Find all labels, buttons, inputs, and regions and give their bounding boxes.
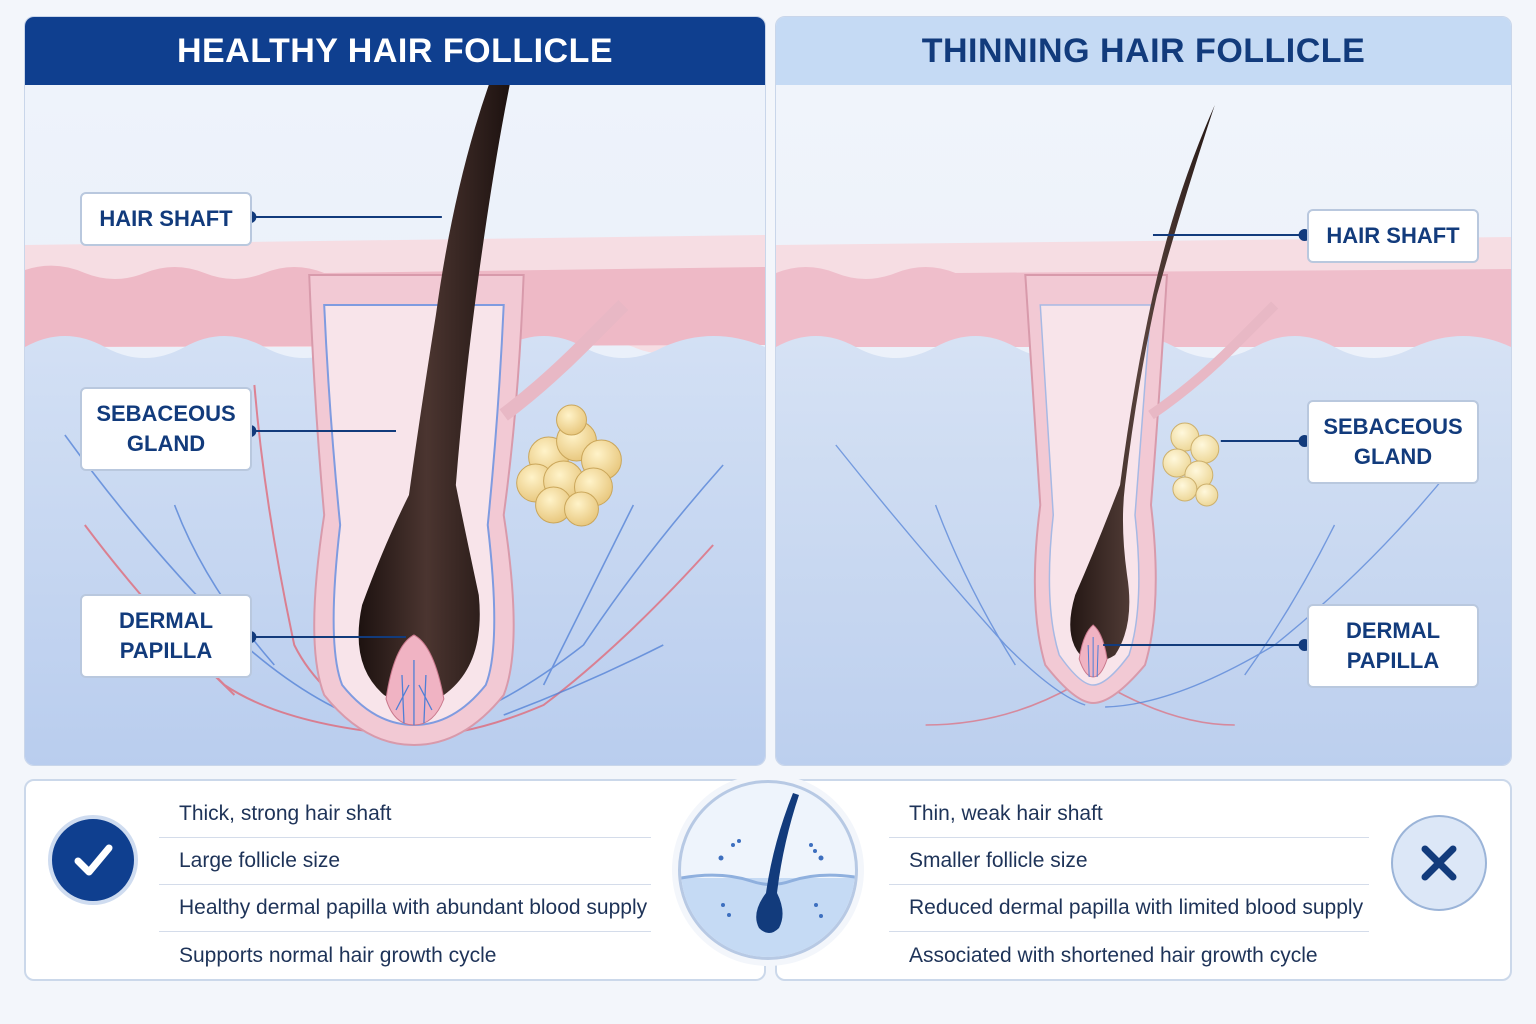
thinning-hair-shaft-label: HAIR SHAFT (1307, 209, 1479, 263)
healthy-hair-shaft (358, 85, 510, 704)
healthy-hair-shaft-label: HAIR SHAFT (80, 192, 252, 246)
check-icon (48, 815, 138, 905)
x-icon (1391, 815, 1487, 911)
healthy-panel-title: HEALTHY HAIR FOLLICLE (25, 17, 765, 85)
healthy-follicle-panel: HEALTHY HAIR FOLLICLE (24, 16, 766, 766)
healthy-follicle-svg (25, 85, 765, 765)
healthy-sebaceous-gland (516, 404, 622, 527)
list-item: Thick, strong hair shaft (159, 791, 651, 838)
hair-follicle-icon (678, 780, 858, 960)
thinning-sebaceous-gland-label: SEBACEOUS GLAND (1307, 400, 1479, 484)
thinning-dermal-papilla-label: DERMAL PAPILLA (1307, 604, 1479, 688)
list-item: Supports normal hair growth cycle (179, 943, 497, 967)
list-item: Associated with shortened hair growth cy… (909, 943, 1318, 967)
thinning-follicle-panel: THINNING HAIR FOLLICLE (775, 16, 1512, 766)
list-item: Healthy dermal papilla with abundant blo… (159, 885, 651, 932)
thinning-panel-title: THINNING HAIR FOLLICLE (776, 17, 1511, 85)
list-item: Smaller follicle size (889, 838, 1369, 885)
healthy-sebaceous-gland-label: SEBACEOUS GLAND (80, 387, 252, 471)
healthy-features-box: Thick, strong hair shaft Large follicle … (24, 779, 766, 981)
thinning-features-box: Thin, weak hair shaft Smaller follicle s… (775, 779, 1512, 981)
healthy-features-list: Thick, strong hair shaft Large follicle … (159, 791, 651, 979)
comparison-section: Thick, strong hair shaft Large follicle … (24, 779, 1512, 981)
list-item: Large follicle size (159, 838, 651, 885)
thinning-features-list: Thin, weak hair shaft Smaller follicle s… (889, 791, 1369, 979)
list-item: Thin, weak hair shaft (889, 791, 1369, 838)
thinning-sebaceous-gland (1162, 422, 1220, 507)
list-item: Reduced dermal papilla with limited bloo… (889, 885, 1369, 932)
healthy-dermal-papilla-label: DERMAL PAPILLA (80, 594, 252, 678)
healthy-follicle-illustration (25, 85, 765, 765)
thinning-hair-shaft (1070, 105, 1215, 661)
